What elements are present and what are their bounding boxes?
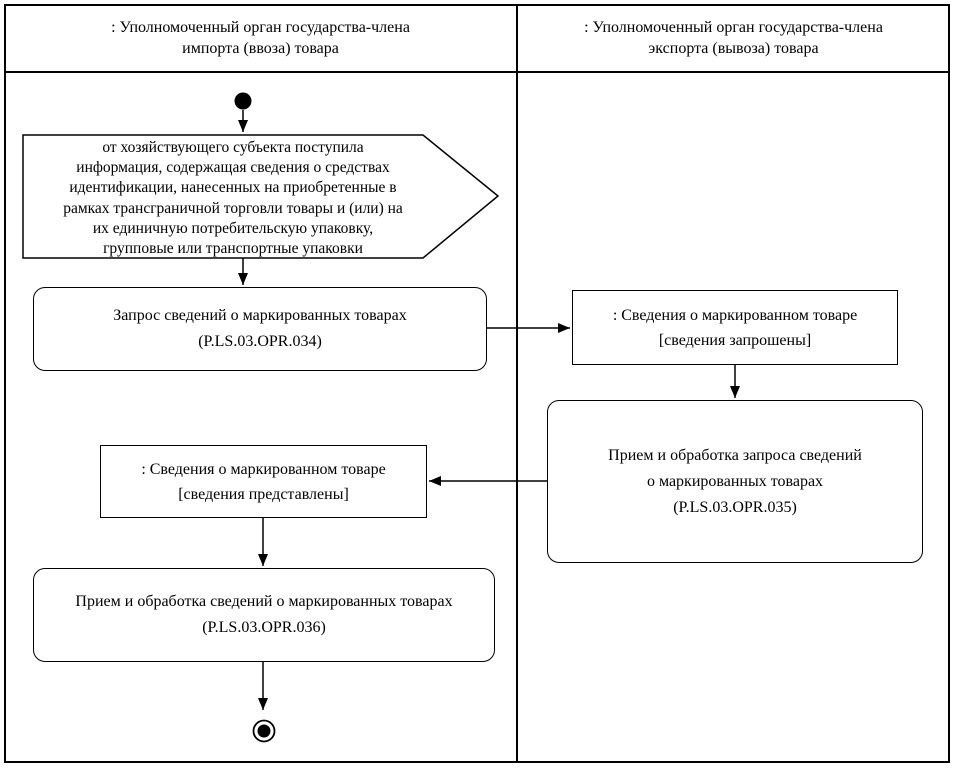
initial-node-icon [234, 92, 252, 110]
final-node-icon [252, 719, 276, 743]
action-node-opr034: Запрос сведений о маркированных товарах … [33, 287, 487, 371]
diagram-border [4, 4, 950, 763]
object-state: [сведения запрошены] [658, 331, 812, 349]
signal-text-line: информация, содержащая сведения о средст… [76, 159, 390, 177]
lane-title-line: экспорта (вывоза) товара [648, 39, 819, 57]
object-state: [сведения представлены] [178, 485, 349, 503]
signal-text-line: рамках трансграничной торговли товары и … [63, 199, 403, 217]
signal-text-line: идентификации, нанесенных на приобретенн… [69, 179, 397, 197]
swimlane-divider [516, 4, 518, 763]
object-title: : Сведения о маркированном товаре [612, 306, 858, 324]
action-code: (P.LS.03.OPR.035) [673, 498, 797, 516]
flow-arrows [238, 110, 740, 710]
object-node-info-requested: : Сведения о маркированном товаре [сведе… [572, 290, 898, 365]
lane-title-line: : Уполномоченный орган государства-члена [584, 18, 883, 36]
signal-event-text: от хозяйствующего субъекта поступила инф… [26, 138, 440, 259]
signal-event-shape [22, 134, 500, 259]
swimlane-header-import: : Уполномоченный орган государства-члена… [4, 4, 517, 71]
action-node-opr036: Прием и обработка сведений о маркированн… [33, 568, 495, 662]
object-node-info-provided: : Сведения о маркированном товаре [сведе… [100, 445, 427, 518]
action-title: о маркированных товарах [646, 472, 824, 490]
action-title: Запрос сведений о маркированных товарах [113, 307, 407, 324]
object-title: : Сведения о маркированном товаре [141, 460, 386, 478]
action-title: Прием и обработка запроса сведений [608, 446, 862, 464]
action-code: (P.LS.03.OPR.036) [202, 619, 326, 636]
action-node-opr035: Прием и обработка запроса сведений о мар… [547, 400, 923, 563]
lane-header-separator [4, 71, 950, 73]
action-code: (P.LS.03.OPR.034) [198, 333, 322, 350]
lane-title-line: импорта (ввоза) товара [182, 39, 339, 57]
action-title: Прием и обработка сведений о маркированн… [75, 593, 453, 610]
lane-title-line: : Уполномоченный орган государства-члена [111, 18, 410, 36]
signal-text-line: их единичную потребительскую упаковку, [92, 219, 374, 237]
signal-text-line: от хозяйствующего субъекта поступила [102, 139, 364, 156]
signal-text-line: групповые или транспортные упаковки [103, 240, 363, 258]
swimlane-header-export: : Уполномоченный орган государства-члена… [517, 4, 950, 71]
